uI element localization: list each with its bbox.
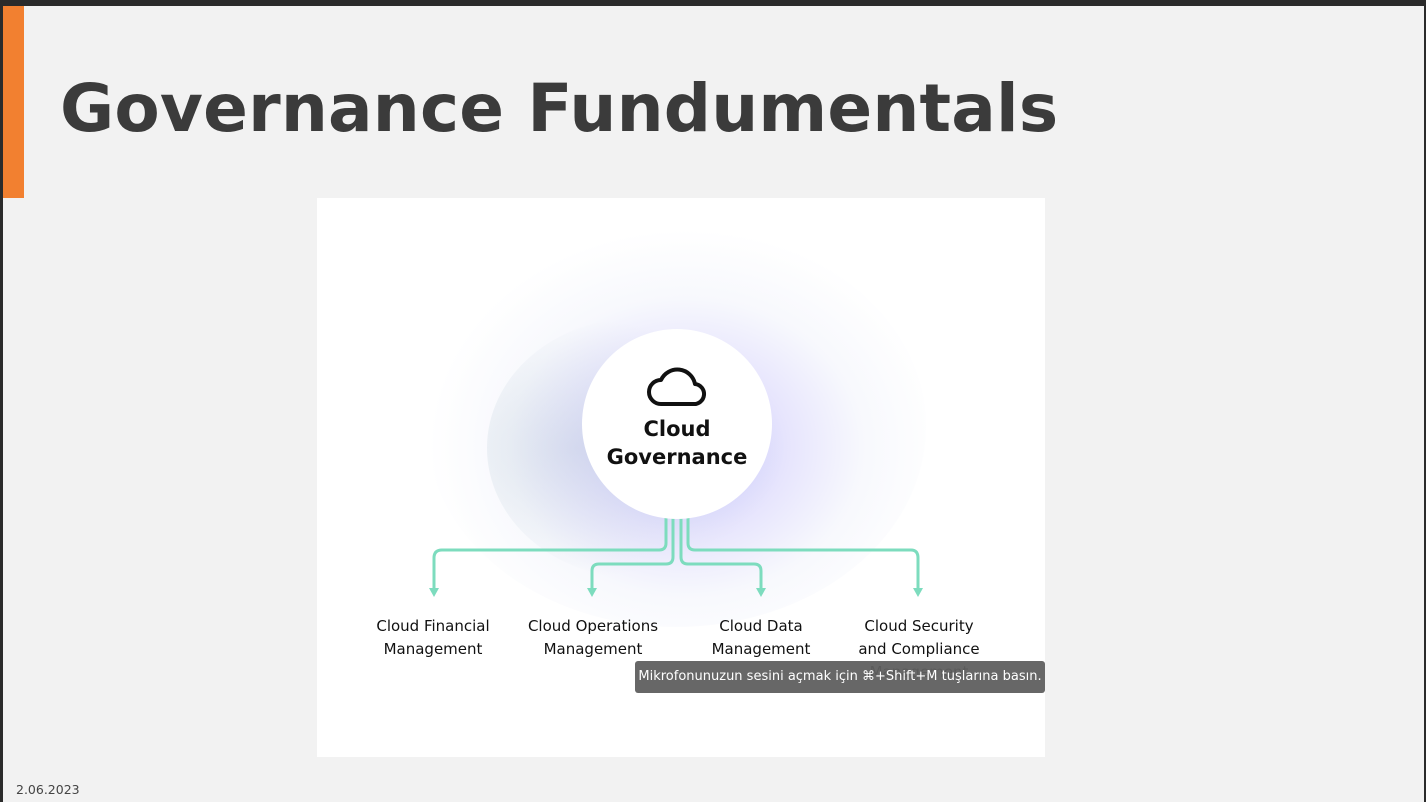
presentation-slide: Governance Fundumentals Cloud Governance (3, 6, 1424, 802)
connector-lines (429, 516, 923, 597)
branch-label-financial: Cloud Financial Management (376, 617, 490, 658)
arrow-security (913, 588, 923, 597)
connector-operations (590, 516, 675, 592)
hub-label: Cloud Governance (606, 417, 748, 469)
arrow-operations (587, 588, 597, 597)
arrow-data (756, 588, 766, 597)
branch-label-operations: Cloud Operations Management (527, 617, 659, 658)
window-top-bar (0, 0, 1426, 6)
slide-title: Governance Fundumentals (60, 70, 1059, 147)
cloud-icon (647, 367, 706, 407)
arrow-financial (429, 588, 439, 597)
branch-label-data: Cloud Data Management (711, 617, 811, 658)
mute-shortcut-tooltip: Mikrofonunuzun sesini açmak için ⌘+Shift… (635, 661, 1045, 693)
slide-date: 2.06.2023 (16, 782, 80, 797)
cloud-governance-hub: Cloud Governance (582, 329, 772, 519)
connector-security (686, 516, 920, 592)
title-accent-bar (3, 6, 24, 198)
connector-financial (432, 516, 668, 592)
connector-data (679, 516, 763, 592)
